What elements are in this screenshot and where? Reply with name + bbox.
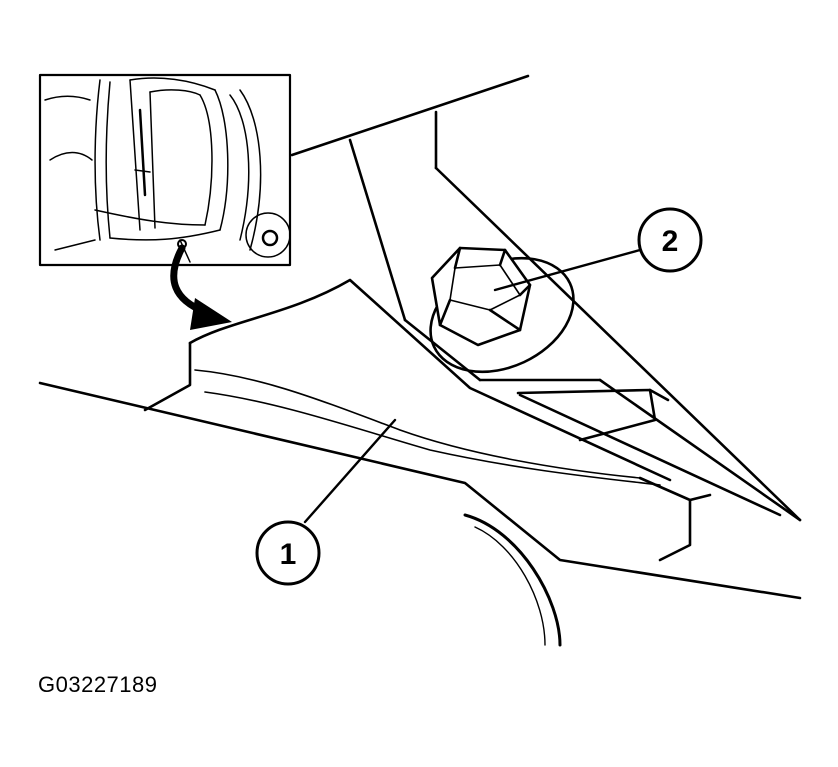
curved-pointer-arrow	[170, 244, 232, 330]
leader-line-2	[493, 248, 642, 292]
callout-label-2: 2	[662, 225, 679, 258]
figure-id-label: G03227189	[38, 672, 158, 697]
mounting-bracket	[290, 74, 802, 522]
callout-label-1: 1	[280, 538, 297, 571]
part-1-trim-panel	[38, 278, 802, 647]
leader-line-1	[303, 418, 397, 524]
part-2-bolt	[429, 246, 575, 374]
callout-circle-1	[255, 520, 321, 586]
inset-overview	[38, 73, 292, 267]
callout-circle-2	[637, 207, 703, 273]
